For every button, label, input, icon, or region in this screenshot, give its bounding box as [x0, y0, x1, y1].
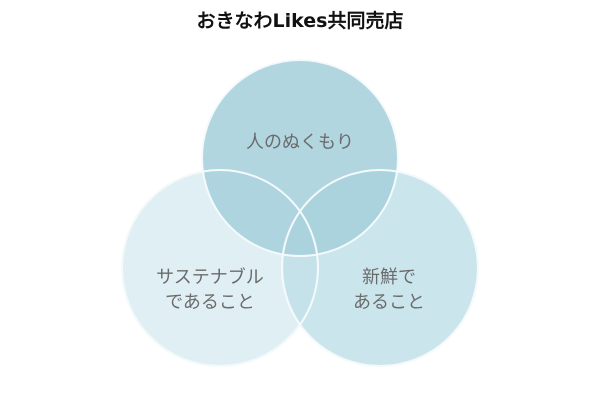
label-left-line1: サステナブル: [156, 266, 264, 288]
label-right-line1: 新鮮で: [362, 267, 416, 288]
diagram-title: おきなわLikes共同売店: [196, 10, 404, 32]
label-top: 人のぬくもり: [246, 132, 354, 153]
circle-right-outline: [281, 169, 479, 367]
circle-left-outline: [121, 169, 319, 367]
label-left-line2: であること: [165, 292, 255, 313]
label-right-line2: あること: [353, 292, 425, 313]
circle-top: [201, 59, 399, 257]
